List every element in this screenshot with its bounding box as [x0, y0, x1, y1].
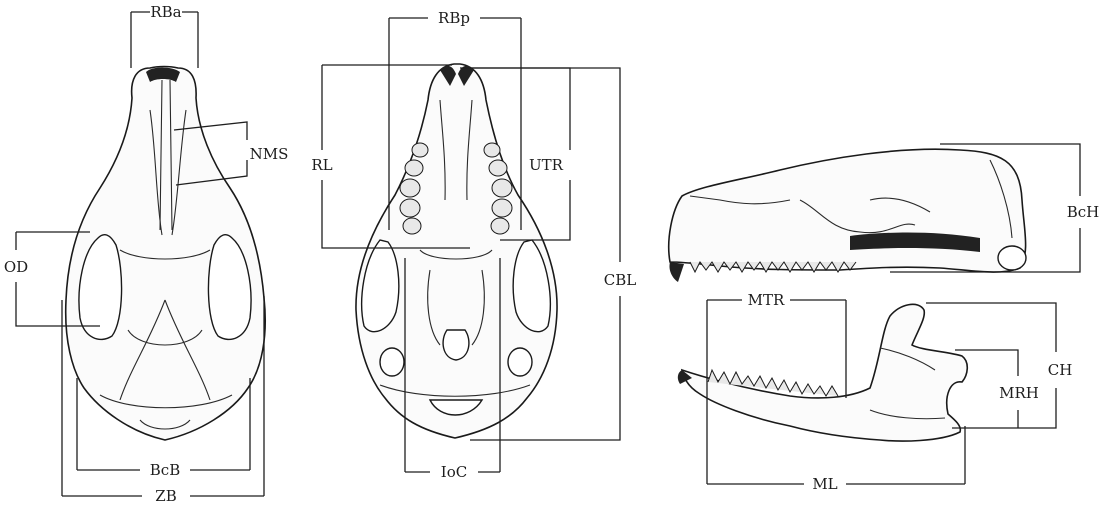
label-rbp: RBp — [438, 9, 470, 27]
label-ml: ML — [812, 475, 837, 493]
lateral-skull-view — [669, 149, 1026, 282]
dorsal-skull-view — [66, 67, 266, 441]
ventral-skull-view — [356, 64, 557, 438]
label-bcb: BcB — [150, 461, 180, 479]
label-bch: BcH — [1067, 203, 1100, 221]
label-rl: RL — [311, 156, 332, 174]
label-mtr: MTR — [748, 291, 785, 309]
mandible-view — [678, 304, 967, 441]
label-zb: ZB — [155, 487, 176, 505]
label-ioc: IoC — [441, 463, 467, 481]
label-mrh: MRH — [999, 384, 1039, 402]
label-cbl: CBL — [604, 271, 637, 289]
label-rba: RBa — [150, 3, 181, 21]
label-utr: UTR — [529, 156, 564, 174]
label-nms: NMS — [250, 145, 289, 163]
label-od: OD — [4, 258, 28, 276]
label-ch: CH — [1048, 361, 1073, 379]
